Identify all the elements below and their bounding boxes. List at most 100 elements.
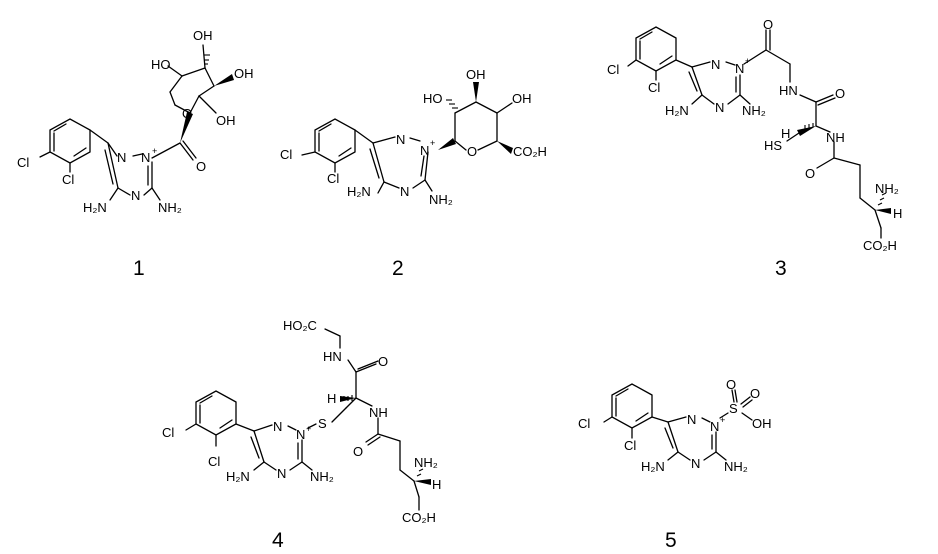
compound-3-atom-labels: Cl Cl N N + N H₂N NH₂ O HN O H NH HS O N…	[607, 17, 902, 253]
atom-label: O	[196, 159, 206, 174]
atom-label: CO₂H	[402, 510, 436, 525]
atom-label: Cl	[280, 147, 292, 162]
atom-label: N	[131, 188, 140, 203]
atom-label: HO	[151, 57, 171, 72]
atom-label: H₂N	[641, 459, 665, 474]
atom-label: CO₂H	[513, 144, 547, 159]
atom-label: H	[432, 477, 441, 492]
atom-label: N	[117, 150, 126, 165]
compound-1-atom-labels: Cl Cl N N + N H₂N NH₂ O O HO OH OH OH	[17, 28, 254, 215]
compound-5-triazine-ring	[664, 416, 717, 461]
compound-2-structure	[301, 82, 513, 194]
atom-label: Cl	[17, 155, 29, 170]
atom-label: OH	[466, 67, 486, 82]
atom-label: N	[687, 412, 696, 427]
atom-label: OH	[193, 28, 213, 43]
atom-label: OH	[512, 91, 532, 106]
compound-3-triazine-ring	[688, 61, 741, 105]
atom-label: Cl	[624, 438, 636, 453]
atom-label: N	[273, 419, 282, 434]
atom-label: H₂N	[347, 184, 371, 199]
compound-number-label: 3	[775, 257, 787, 280]
atom-label: OH	[752, 416, 772, 431]
compound-1-structure	[39, 44, 234, 201]
atom-label: N	[715, 100, 724, 115]
atom-label: S	[318, 416, 327, 431]
atom-label: HS	[764, 138, 782, 153]
atom-label: NH₂	[414, 455, 438, 470]
atom-label: Cl	[62, 172, 74, 187]
atom-label: NH	[826, 130, 845, 145]
atom-label: O	[805, 166, 815, 181]
atom-label: HN	[323, 349, 342, 364]
atom-label: O	[835, 86, 845, 101]
atom-label: H₂N	[665, 103, 689, 118]
atom-label: O	[726, 377, 736, 392]
atom-label: N	[691, 456, 700, 471]
atom-label: NH₂	[875, 181, 899, 196]
charge-label: +	[152, 146, 157, 156]
atom-label: NH₂	[429, 192, 453, 207]
compound-4-atom-labels: Cl Cl N N + N H₂N NH₂ S H O HN HO₂C NH O…	[162, 318, 441, 525]
atom-label: Cl	[607, 62, 619, 77]
atom-label: H	[893, 206, 902, 221]
atom-label: O	[467, 144, 477, 159]
compound-number-label: 2	[392, 257, 404, 280]
atom-label: NH₂	[742, 103, 766, 118]
atom-label: N	[277, 466, 286, 481]
atom-label: HO₂C	[283, 318, 317, 333]
atom-label: Cl	[327, 171, 339, 186]
atom-label: O	[378, 354, 388, 369]
compound-number-label: 5	[665, 529, 677, 552]
atom-label: S	[729, 401, 738, 416]
compound-5-structure	[603, 383, 753, 461]
atom-label: N	[420, 143, 429, 158]
atom-label: N	[396, 132, 405, 147]
compound-3-structure	[627, 26, 891, 239]
compound-4-triazine-ring	[250, 424, 303, 471]
compound-1-phenyl-ring	[49, 118, 91, 164]
atom-label: H₂N	[226, 469, 250, 484]
compound-1-sugar-ring	[169, 67, 215, 114]
atom-label: NH₂	[724, 459, 748, 474]
compound-number-label: 4	[272, 529, 284, 552]
atom-label: N	[141, 150, 150, 165]
atom-label: N	[735, 61, 744, 76]
charge-label: +	[745, 56, 750, 66]
compound-3-phenyl-ring	[635, 26, 677, 72]
compound-number-label: 1	[133, 257, 145, 280]
compound-1-triazine-ring	[104, 142, 153, 196]
atom-label: Cl	[208, 454, 220, 469]
atom-label: O	[353, 444, 363, 459]
atom-label: NH₂	[310, 469, 334, 484]
atom-label: O	[750, 386, 760, 401]
atom-label: H	[781, 126, 790, 141]
charge-label: +	[306, 424, 311, 434]
atom-label: Cl	[578, 416, 590, 431]
compound-4-phenyl-ring	[195, 390, 237, 436]
compound-2-atom-labels: Cl Cl N N + N H₂N NH₂ O HO OH OH CO₂H	[280, 67, 547, 207]
atom-label: CO₂H	[863, 238, 897, 253]
atom-label: HN	[779, 83, 798, 98]
compound-2-sugar-ring	[454, 101, 498, 151]
atom-label: OH	[234, 66, 254, 81]
atom-label: H	[327, 391, 336, 406]
atom-label: H₂N	[83, 200, 107, 215]
compound-2-phenyl-ring	[314, 118, 356, 164]
atom-label: NH₂	[158, 200, 182, 215]
atom-label: N	[400, 184, 409, 199]
atom-label: N	[296, 427, 305, 442]
charge-label: +	[430, 138, 435, 148]
compound-5-atom-labels: Cl Cl N N + N H₂N NH₂ S O O OH	[578, 377, 772, 474]
compound-4-structure	[185, 328, 431, 511]
atom-label: OH	[216, 113, 236, 128]
atom-label: N	[710, 419, 719, 434]
atom-label: Cl	[648, 80, 660, 95]
atom-label: O	[763, 17, 773, 32]
compound-2-triazine-ring	[369, 136, 429, 189]
atom-label: N	[711, 57, 720, 72]
compound-5-phenyl-ring	[611, 383, 653, 429]
atom-label: Cl	[162, 425, 174, 440]
atom-label: O	[182, 106, 192, 121]
